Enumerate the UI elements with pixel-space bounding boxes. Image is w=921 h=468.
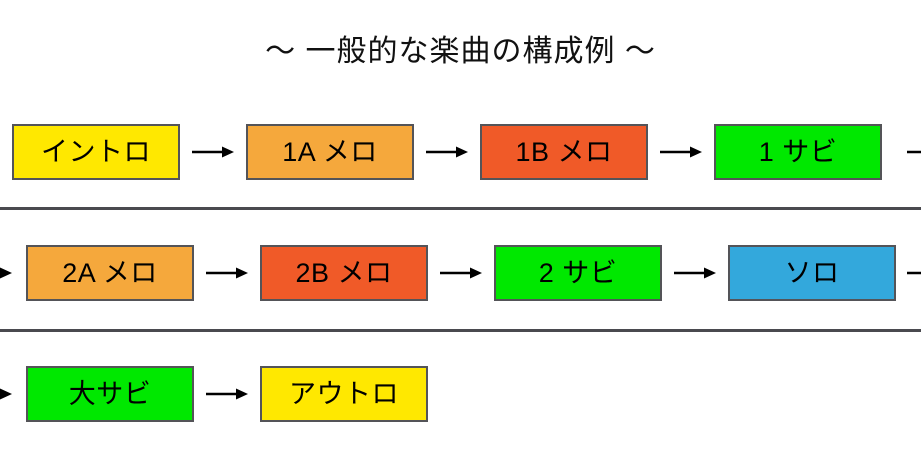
node-1a-melo[interactable]: 1A メロ [246,124,414,180]
node-outro[interactable]: アウトロ [260,366,428,422]
arrow-icon [414,124,480,180]
arrow-icon [180,124,246,180]
arrow-wrap-in-icon [0,245,14,301]
node-2b-melo[interactable]: 2B メロ [260,245,428,301]
node-label: 2 サビ [538,257,618,288]
node-label: アウトロ [289,378,399,409]
node-label: 2B メロ [295,257,393,288]
flow-row-1: イントロ 1A メロ 1B メロ 1 サビ [0,123,921,181]
node-2-sabi[interactable]: 2 サビ [494,245,662,301]
section-divider-2 [0,329,921,332]
node-solo[interactable]: ソロ [728,245,896,301]
page-title: 〜 一般的な楽曲の構成例 〜 [265,35,656,68]
node-2a-melo[interactable]: 2A メロ [26,245,194,301]
node-1b-melo[interactable]: 1B メロ [480,124,648,180]
arrow-wrap-out-icon [905,245,921,301]
node-dai-sabi[interactable]: 大サビ [26,366,194,422]
arrow-icon [662,245,728,301]
row-1-left-margin [0,124,12,180]
node-intro[interactable]: イントロ [12,124,180,180]
arrow-icon [194,245,260,301]
arrow-icon [194,366,260,422]
node-label: 大サビ [68,378,152,409]
node-label: 1B メロ [515,136,613,167]
node-label: イントロ [41,136,151,167]
node-label: ソロ [784,257,840,288]
arrow-wrap-out-icon [905,124,921,180]
flow-row-2: 2A メロ 2B メロ 2 サビ ソロ [0,244,921,302]
arrow-wrap-in-icon [0,366,14,422]
node-label: 1A メロ [282,136,378,167]
node-1-sabi[interactable]: 1 サビ [714,124,882,180]
node-label: 1 サビ [758,136,838,167]
flow-row-3: 大サビ アウトロ [0,365,921,423]
arrow-icon [648,124,714,180]
arrow-icon [428,245,494,301]
node-label: 2A メロ [62,257,158,288]
section-divider-1 [0,207,921,210]
